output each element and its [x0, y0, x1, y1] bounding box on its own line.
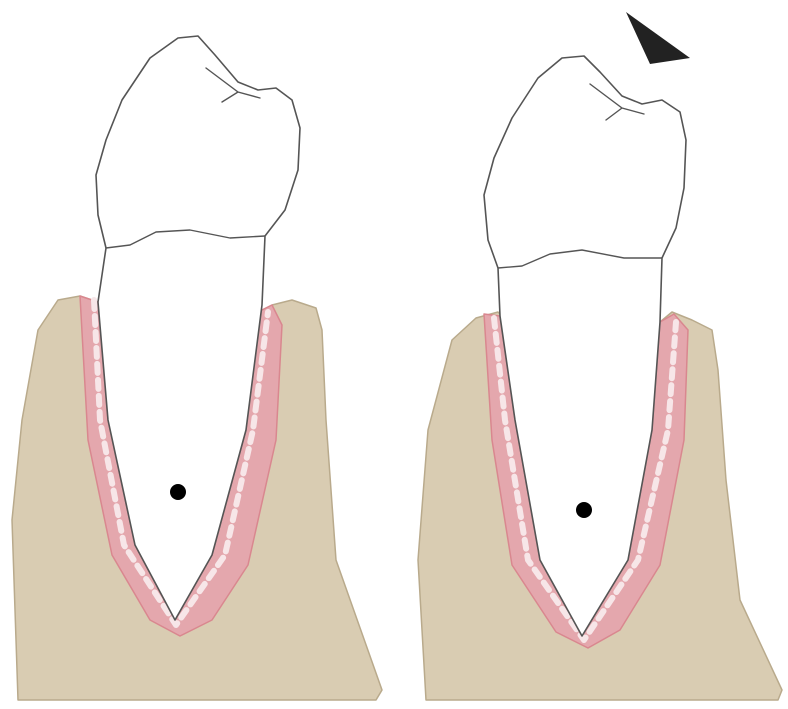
center-of-rotation-dot [576, 502, 592, 518]
force-arrow-icon [626, 12, 690, 64]
panel-resting-tooth [12, 36, 382, 700]
panel-loaded-tooth [418, 12, 782, 700]
center-of-rotation-dot [170, 484, 186, 500]
